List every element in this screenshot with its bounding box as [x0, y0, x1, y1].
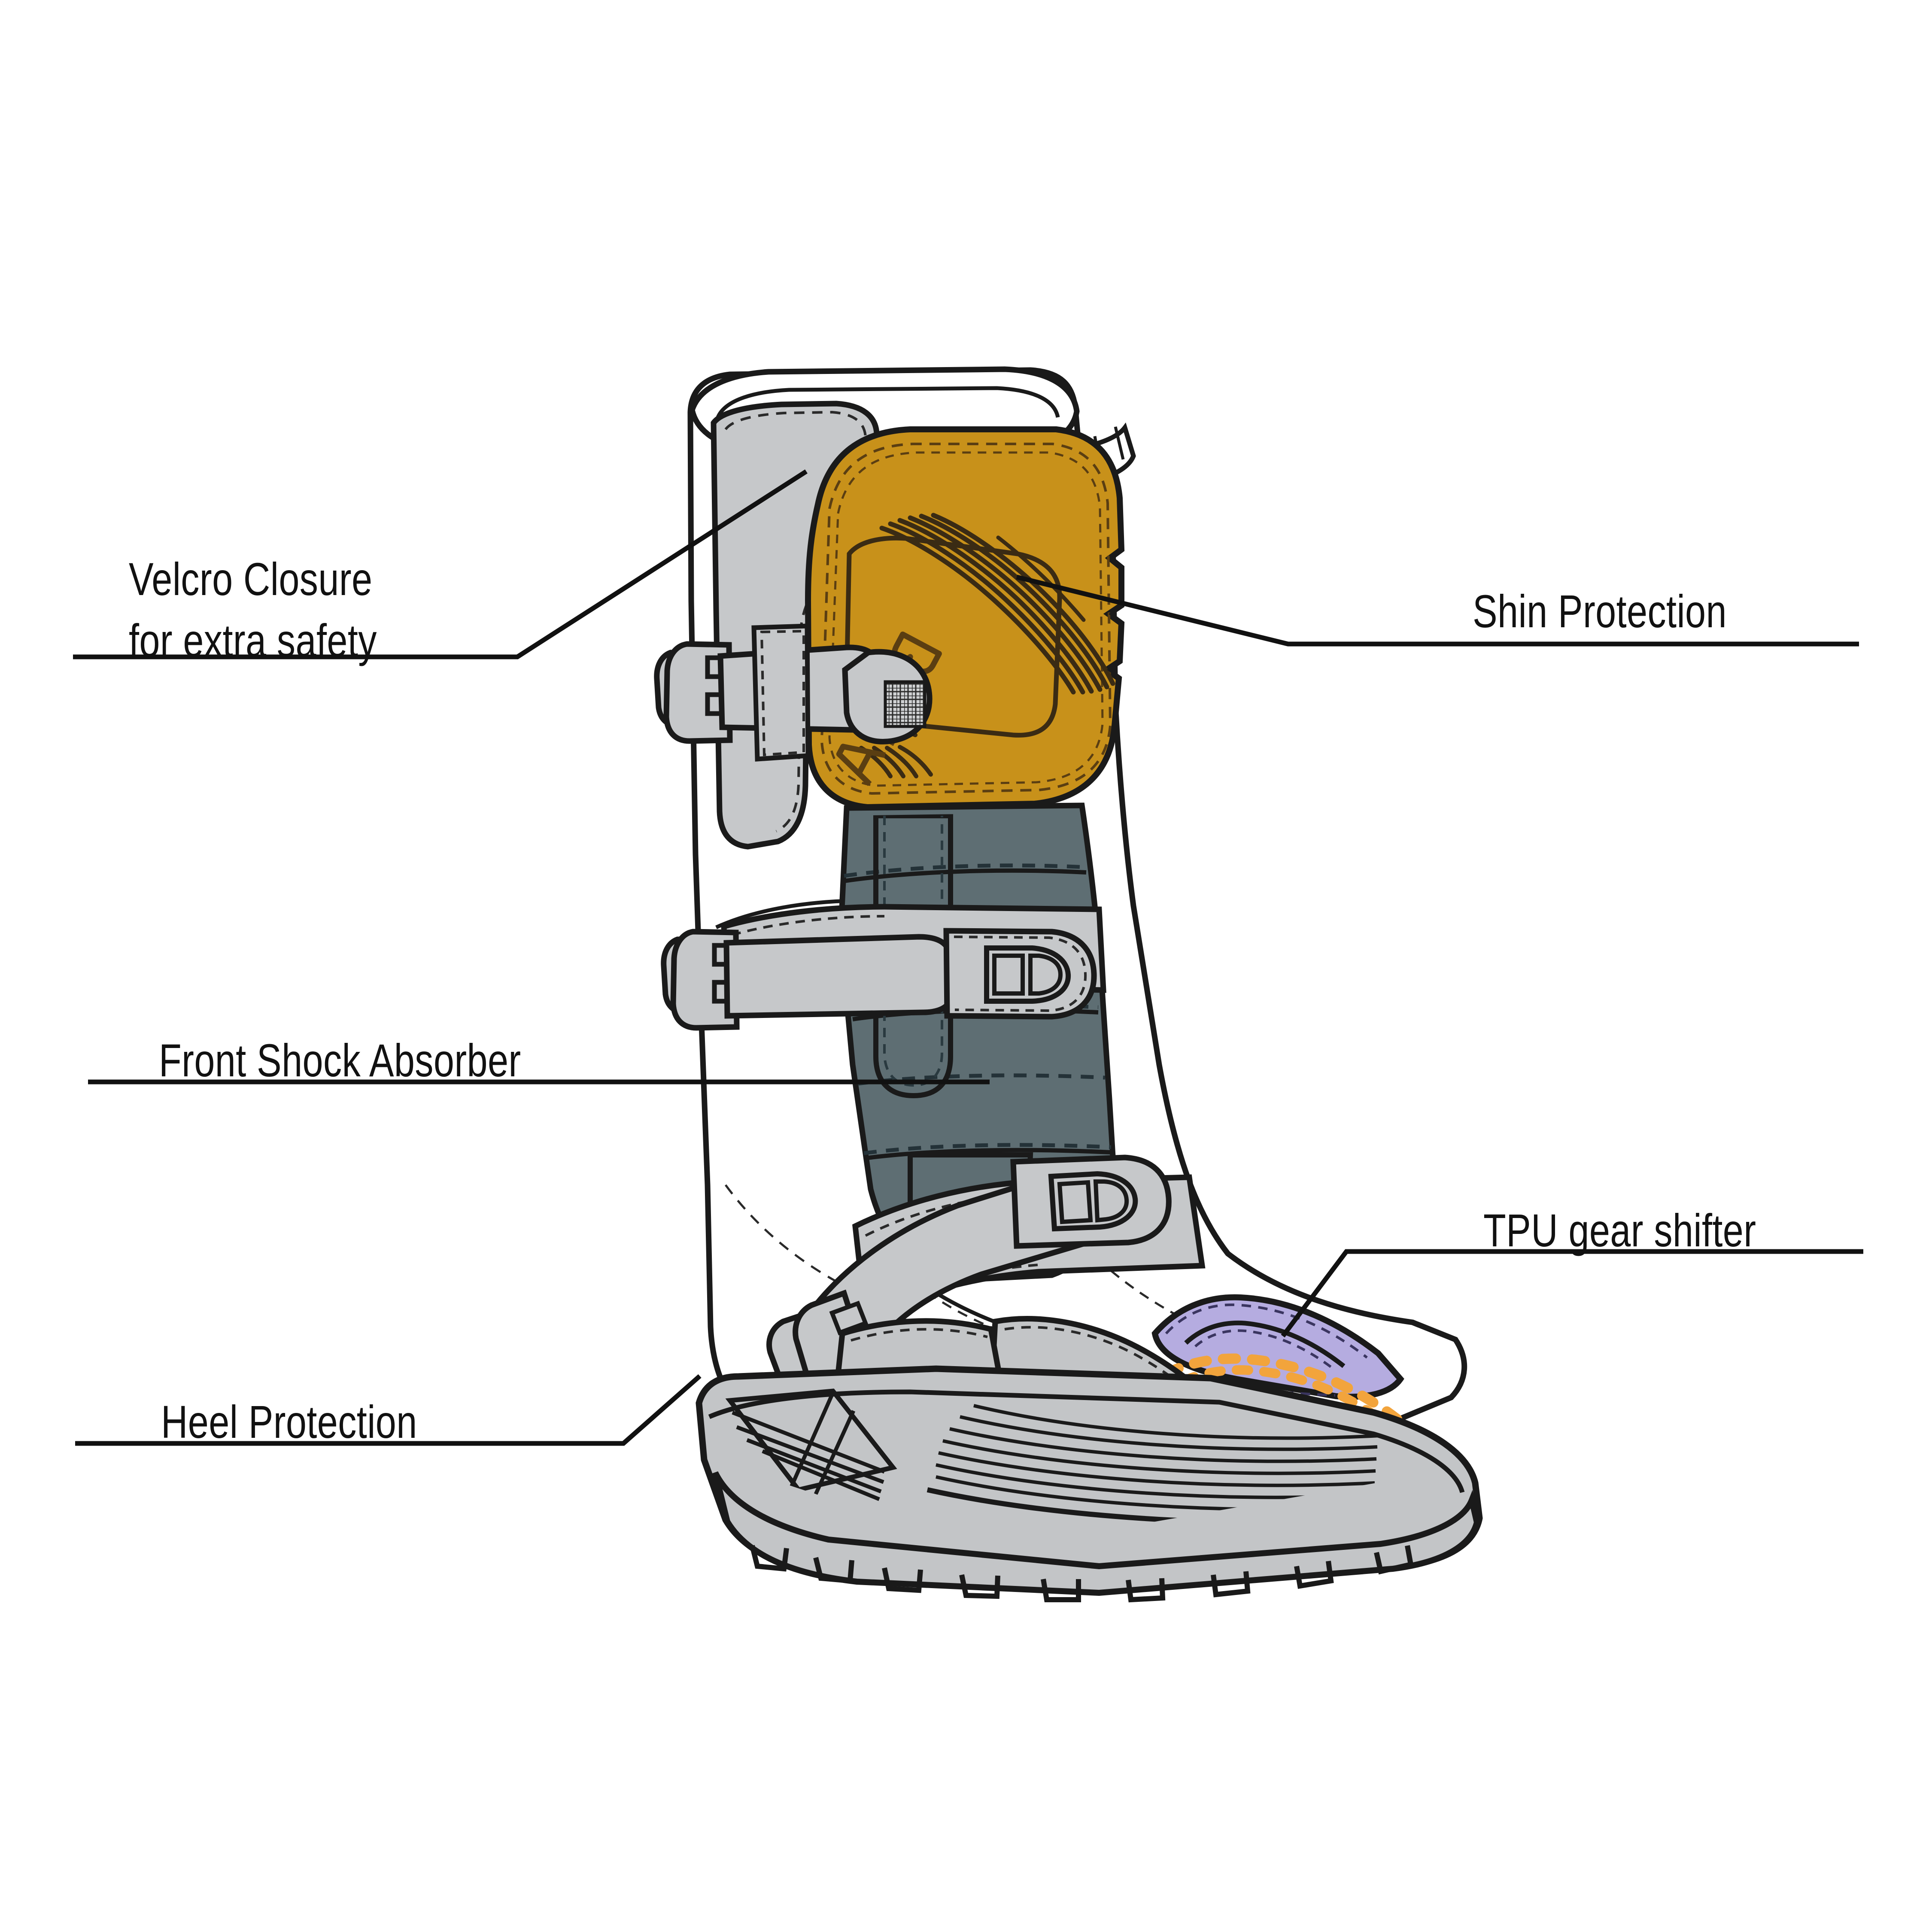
leader-shin-protection — [1016, 574, 1859, 647]
middle-ratchet-buckle — [661, 904, 1106, 1031]
leader-tpu-gear-shifter — [1281, 1249, 1863, 1338]
callout-label-heel-protection: Heel Protection — [161, 1394, 417, 1450]
sole-unit — [696, 1365, 1483, 1603]
callout-label-velcro-closure: Velcro Closure for extra safety — [129, 549, 377, 671]
callout-line-1: Velcro Closure — [129, 553, 373, 605]
shin-protection-plate — [805, 426, 1125, 811]
callout-line-1: Shin Protection — [1473, 585, 1727, 637]
upper-ratchet-buckle — [654, 623, 933, 762]
callout-line-2: for extra safety — [129, 614, 377, 666]
leader-velcro-closure — [73, 469, 808, 659]
callout-line-1: Heel Protection — [161, 1396, 417, 1448]
callout-label-shin-protection: Shin Protection — [1473, 583, 1727, 640]
callout-line-1: Front Shock Absorber — [159, 1034, 521, 1086]
callout-leaders — [73, 469, 1863, 1446]
callout-label-tpu-gear-shifter: TPU gear shifter — [1483, 1202, 1756, 1259]
callout-label-front-shock-absorber: Front Shock Absorber — [159, 1032, 521, 1089]
leader-heel-protection — [75, 1374, 702, 1446]
callout-line-1: TPU gear shifter — [1483, 1204, 1756, 1256]
